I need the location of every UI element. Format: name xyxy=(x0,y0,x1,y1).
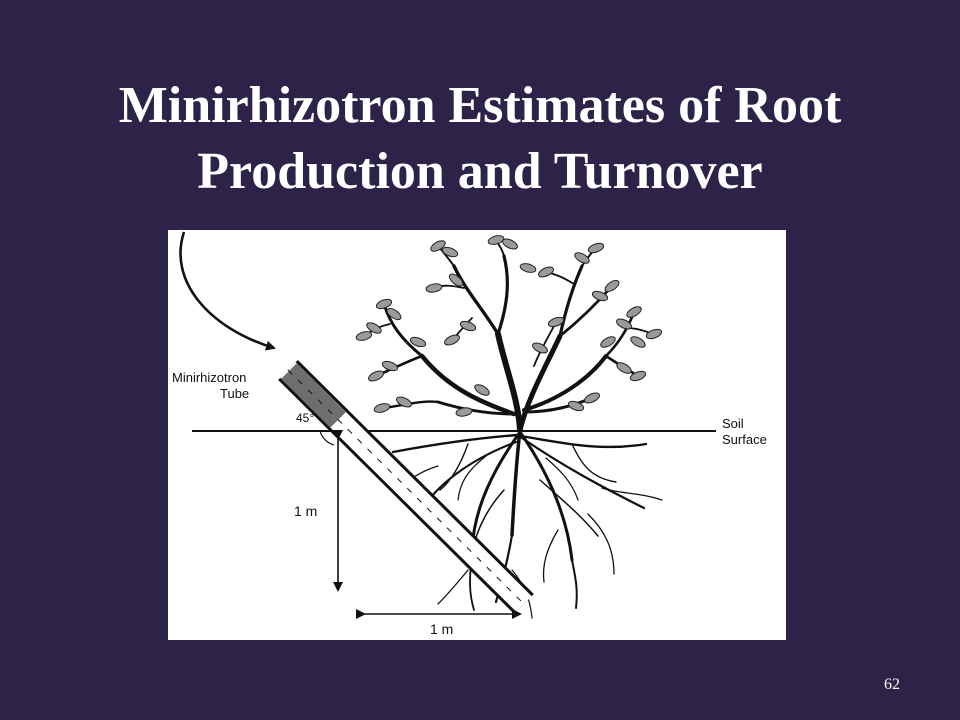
pointer-arrow xyxy=(179,231,276,351)
angle-arc xyxy=(319,430,335,446)
root-system xyxy=(391,428,663,619)
slide-title: Minirhizotron Estimates of Root Producti… xyxy=(0,73,960,205)
soil-label-line-1: Soil xyxy=(722,416,744,431)
slide-title-line-2: Production and Turnover xyxy=(197,142,763,200)
page-number: 62 xyxy=(884,676,900,693)
width-label: 1 m xyxy=(430,621,453,637)
tube-label-line-2: Tube xyxy=(220,386,249,401)
soil-label-line-2: Surface xyxy=(722,432,767,447)
leaf-cluster xyxy=(355,235,663,417)
depth-label: 1 m xyxy=(294,503,317,519)
minirhizotron-tube xyxy=(278,360,534,614)
slide-title-line-1: Minirhizotron Estimates of Root xyxy=(118,76,842,134)
tube-label-line-1: Minirhizotron xyxy=(172,370,246,385)
minirhizotron-diagram: Minirhizotron Tube 45° Soil Surface 1 m … xyxy=(168,230,786,640)
angle-label: 45° xyxy=(296,411,314,425)
